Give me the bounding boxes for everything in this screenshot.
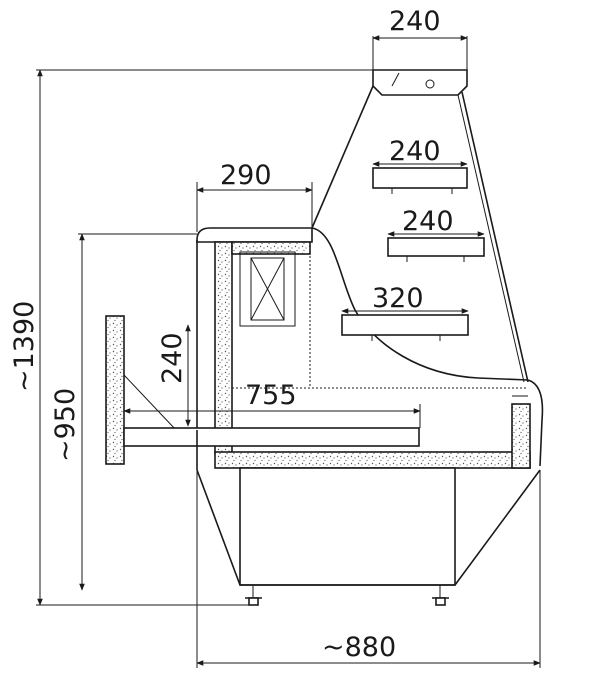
shelf-lower: 320	[341, 283, 469, 341]
shelf-upper-label: 240	[389, 136, 441, 167]
dim-counter-height: ~950	[50, 233, 197, 591]
display-tub	[214, 379, 544, 469]
drawer-box	[239, 251, 296, 327]
support-brace	[123, 374, 177, 431]
shelf-lower-label: 320	[372, 283, 424, 314]
front-glass	[311, 85, 529, 383]
dim-worktop-depth-label: 755	[245, 380, 297, 411]
foot-right	[432, 585, 449, 606]
dim-total-depth-label: ~880	[322, 632, 396, 663]
dim-worktop-height-label: 240	[157, 332, 188, 384]
dim-total-height-label: ~1390	[9, 301, 40, 392]
foot-left	[245, 585, 262, 606]
rear-counter	[196, 227, 528, 455]
dim-worktop-height: 240	[157, 324, 191, 427]
dim-top-width-label: 240	[389, 6, 441, 37]
top-light-box	[372, 69, 468, 96]
dim-counter-width: 290	[196, 160, 313, 232]
side-board	[105, 315, 125, 465]
worktop-shelf	[123, 427, 420, 447]
shelf-middle: 240	[387, 206, 485, 262]
shelf-middle-label: 240	[402, 206, 454, 237]
dim-top-width: 240	[372, 6, 468, 72]
shelf-upper: 240	[372, 136, 468, 194]
dim-counter-height-label: ~950	[50, 388, 81, 462]
dim-total-depth: ~880	[196, 470, 541, 668]
base-cabinet	[196, 430, 541, 606]
dim-counter-width-label: 290	[220, 160, 272, 191]
dim-worktop-depth: 755	[123, 380, 421, 428]
dim-total-height: ~1390	[9, 69, 373, 606]
